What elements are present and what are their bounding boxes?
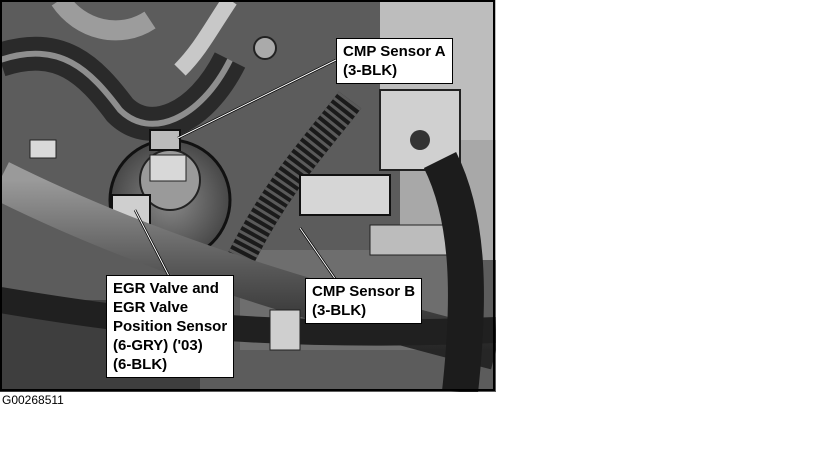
egr-valve-line1: EGR Valve and xyxy=(113,280,219,297)
cmp-sensor-a-title: CMP Sensor A xyxy=(343,43,446,60)
egr-valve-line5: (6-BLK) xyxy=(113,356,168,373)
egr-valve-label: EGR Valve and EGR Valve Position Sensor … xyxy=(106,275,235,378)
egr-valve-line3: Position Sensor xyxy=(113,318,228,335)
egr-valve-line4: (6-GRY) ('03) xyxy=(113,337,203,354)
cmp-sensor-b-title: CMP Sensor B xyxy=(312,283,416,300)
figure-id: G00268511 xyxy=(2,393,64,407)
cmp-sensor-a-code: (3-BLK) xyxy=(343,62,398,79)
cmp-sensor-b-code: (3-BLK) xyxy=(312,302,367,319)
egr-valve-line2: EGR Valve xyxy=(113,299,189,316)
cmp-sensor-a-label: CMP Sensor A (3-BLK) xyxy=(336,38,453,84)
cmp-sensor-b-label: CMP Sensor B (3-BLK) xyxy=(305,278,423,324)
